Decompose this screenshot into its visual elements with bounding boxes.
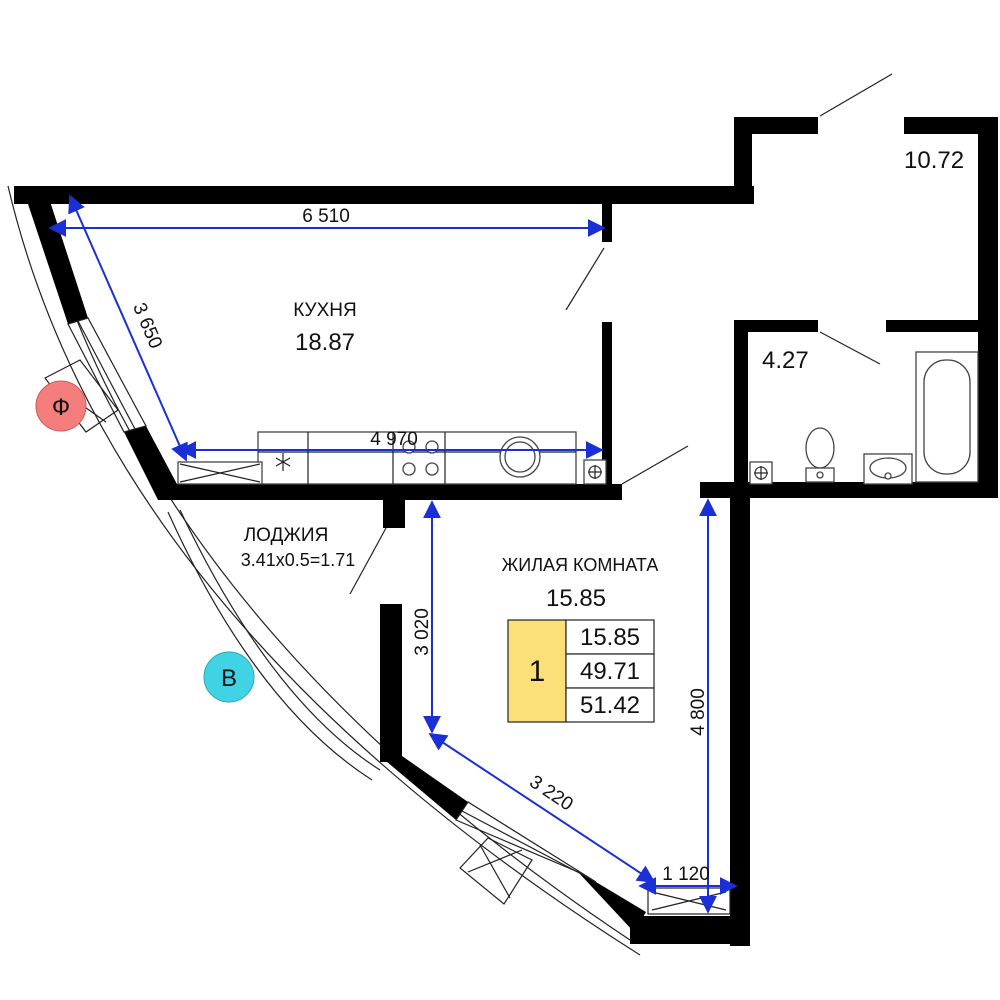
dimension-lines: [48, 194, 738, 914]
dim-living-diagonal: 3 220: [525, 771, 576, 815]
kitchen-riser-icon: [583, 459, 607, 485]
view-marker-letter: В: [221, 665, 237, 692]
facade-marker: Ф: [35, 380, 87, 432]
view-marker-circle: [203, 651, 255, 703]
hall-area: 10.72: [904, 147, 964, 174]
summary-living-area: 15.85: [580, 624, 640, 651]
rooms-count: 1: [529, 655, 546, 688]
bathroom-area: 4.27: [762, 347, 809, 374]
kitchen-cabinet: [177, 461, 263, 485]
washbasin-icon: [863, 453, 913, 485]
toilet-icon: [805, 427, 835, 483]
summary-total-with-loggia: 51.42: [580, 692, 640, 719]
door-swings: [349, 73, 893, 595]
window-living: [455, 801, 597, 905]
dim-living-right: 4 800: [688, 688, 709, 736]
summary-total-area: 49.71: [580, 658, 640, 685]
dim-living-height: 3 020: [412, 608, 433, 656]
facade-marker-letter: Ф: [52, 394, 70, 421]
bath-riser-icon: [749, 461, 773, 485]
dim-window-bottom: 1 120: [662, 864, 710, 885]
sink-icon: [499, 436, 541, 478]
kitchen-area: 18.87: [295, 329, 355, 356]
kitchen-name: КУХНЯ: [293, 300, 356, 321]
living-name: ЖИЛАЯ КОМНАТА: [502, 555, 659, 575]
bathtub-icon: [915, 351, 979, 483]
facade-marker-circle: [35, 380, 87, 432]
loggia-name: ЛОДЖИЯ: [244, 525, 329, 546]
living-area: 15.85: [546, 585, 606, 612]
dim-counter-length: 4 970: [370, 429, 418, 450]
apartment-summary: 1 15.85 49.71 51.42: [507, 619, 655, 723]
view-marker: В: [203, 651, 255, 703]
rooms-count-badge: [507, 619, 567, 723]
dim-kitchen-width: 6 510: [302, 206, 350, 227]
dim-kitchen-diagonal: 3 650: [128, 300, 166, 352]
loggia-formula: 3.41x0.5=1.71: [241, 550, 356, 570]
window-bottom: [647, 887, 731, 915]
walls: [14, 117, 998, 946]
